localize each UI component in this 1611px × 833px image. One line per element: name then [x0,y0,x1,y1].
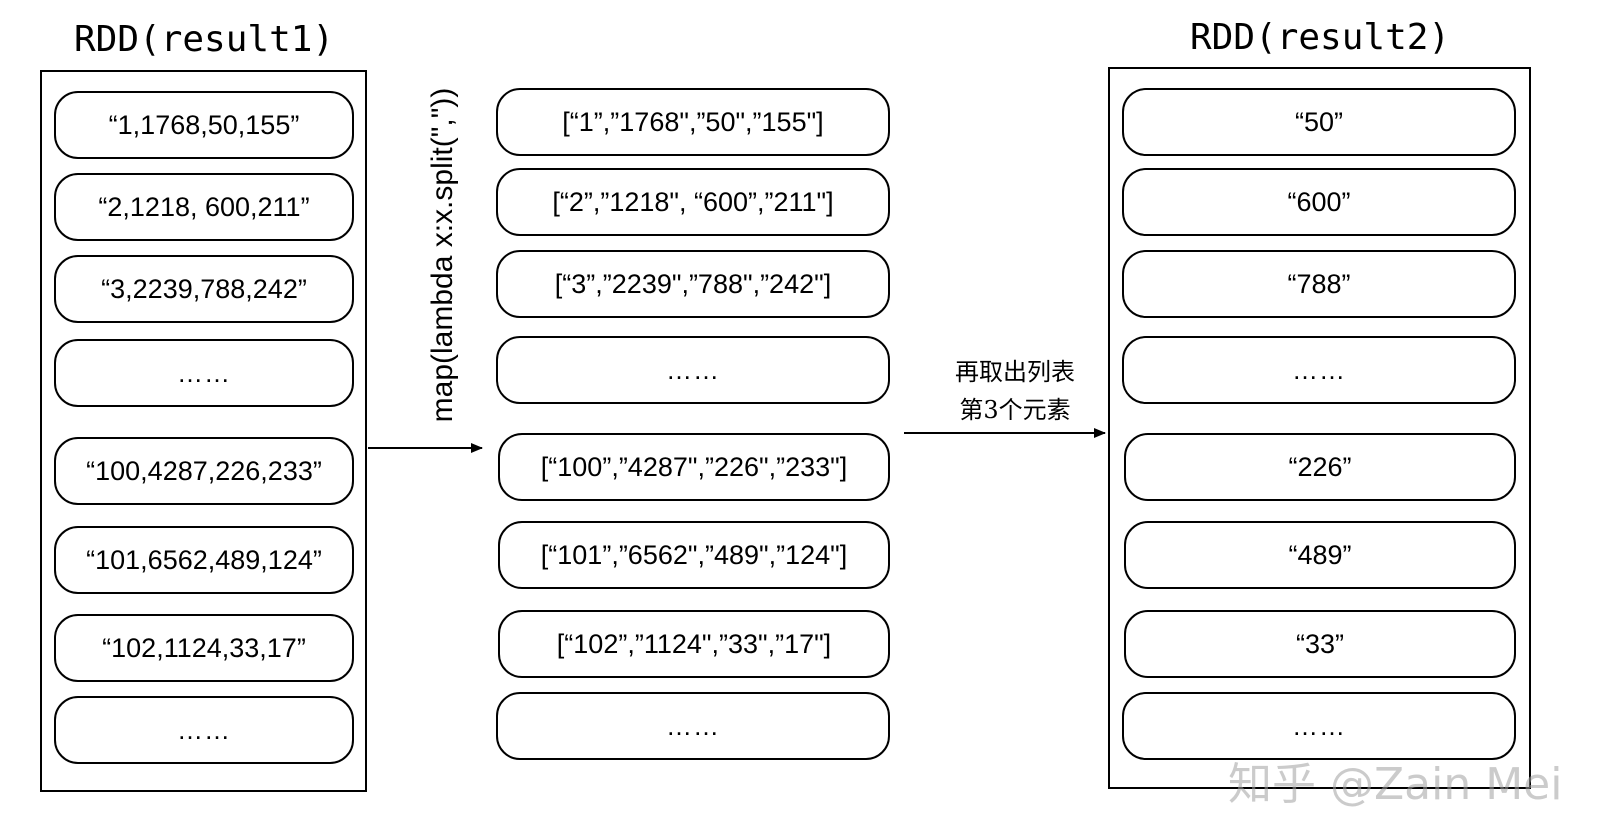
right-rdd-item: “226” [1124,433,1516,501]
middle-item: [“102”,”1124",”33",”17"] [498,610,890,678]
left-rdd-item: …… [54,339,354,407]
right-rdd-container [1108,67,1531,789]
right-rdd-item: …… [1122,692,1516,760]
middle-item: …… [496,692,890,760]
left-rdd-item: “100,4287,226,233” [54,437,354,505]
left-rdd-item: “3,2239,788,242” [54,255,354,323]
watermark: 知乎 @Zain Mei [1228,759,1563,810]
middle-item: [“3”,”2239",”788",”242"] [496,250,890,318]
right-rdd-item: “788” [1122,250,1516,318]
right-rdd-item: “600” [1122,168,1516,236]
right-rdd-item: “50” [1122,88,1516,156]
left-rdd-item: “101,6562,489,124” [54,526,354,594]
select-operation-label-line1: 再取出列表 [955,358,1075,386]
left-rdd-item: …… [54,696,354,764]
right-rdd-item: “489” [1124,521,1516,589]
select-operation-label-line2: 第3个元素 [959,396,1071,424]
middle-item: [“2”,”1218", “600”,”211"] [496,168,890,236]
middle-item: …… [496,336,890,404]
left-rdd-container [40,70,367,792]
right-rdd-item: …… [1122,336,1516,404]
left-rdd-item: “102,1124,33,17” [54,614,354,682]
left-rdd-title: RDD(result1) [74,19,335,60]
middle-item: [“1”,”1768",”50",”155"] [496,88,890,156]
middle-item: [“100”,”4287",”226",”233"] [498,433,890,501]
right-rdd-title: RDD(result2) [1190,17,1451,58]
right-rdd-item: “33” [1124,610,1516,678]
left-rdd-item: “2,1218, 600,211” [54,173,354,241]
middle-item: [“101”,”6562",”489",”124"] [498,521,890,589]
left-rdd-item: “1,1768,50,155” [54,91,354,159]
